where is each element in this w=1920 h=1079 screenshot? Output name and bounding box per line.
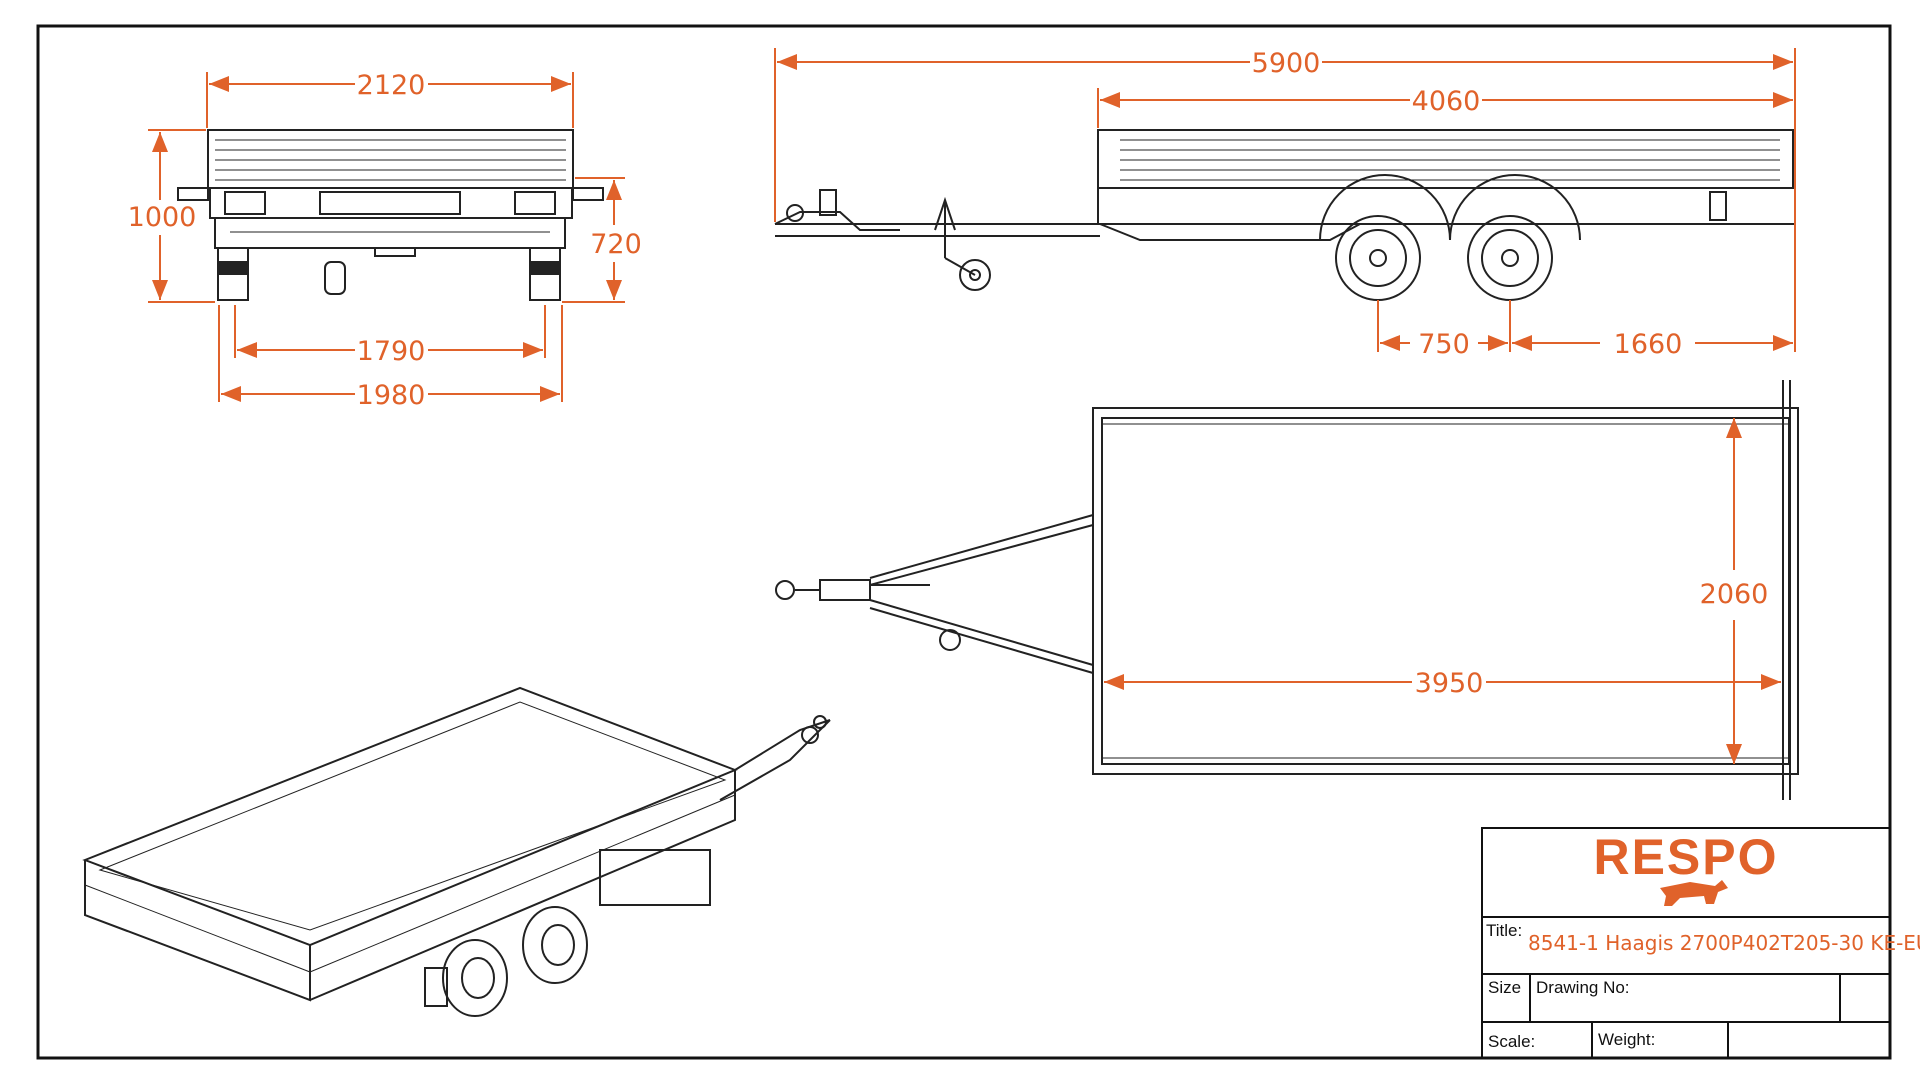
front-view <box>177 129 604 301</box>
top-view-dimensions <box>1104 418 1781 764</box>
title-block <box>1481 827 1891 1059</box>
drawing-no-label: Drawing No: <box>1536 978 1630 997</box>
iso-wheel-front <box>442 939 508 1017</box>
dim-front-top-width: 2120 <box>357 70 426 101</box>
dim-front-height-total: 1000 <box>128 202 197 233</box>
dim-side-axle-spacing: 750 <box>1418 329 1470 360</box>
jockey-wheel-icon <box>959 259 991 291</box>
front-view-dimensions <box>148 72 625 402</box>
iso-wheel-rear <box>522 906 588 984</box>
weight-label: Weight: <box>1598 1030 1655 1049</box>
dim-side-box-length: 4060 <box>1412 86 1481 117</box>
dim-front-outer-width: 1980 <box>357 380 426 411</box>
dim-front-side-height: 720 <box>590 229 642 260</box>
side-view <box>774 129 1796 301</box>
side-wheel-front <box>1335 215 1421 301</box>
isometric-view <box>82 686 831 1017</box>
scale-label: Scale: <box>1488 1032 1535 1051</box>
dim-top-inner-length: 3950 <box>1415 668 1484 699</box>
top-view <box>775 380 1799 800</box>
dim-side-total-length: 5900 <box>1252 48 1321 79</box>
bull-logo-icon <box>1660 880 1728 906</box>
side-wheel-rear <box>1467 215 1553 301</box>
side-view-dimensions <box>774 48 1796 352</box>
dim-side-rear-overhang: 1660 <box>1614 329 1683 360</box>
sheet-border <box>36 24 1892 1060</box>
size-label: Size <box>1488 978 1521 997</box>
drawing-title: 8541-1 Haagis 2700P402T205-30 KE-EU4 <box>1528 931 1920 955</box>
dim-top-inner-width: 2060 <box>1700 579 1769 610</box>
dim-front-inner-track: 1790 <box>357 336 426 367</box>
respo-logo: RESPO <box>1593 829 1778 885</box>
title-label: Title: <box>1486 921 1522 940</box>
